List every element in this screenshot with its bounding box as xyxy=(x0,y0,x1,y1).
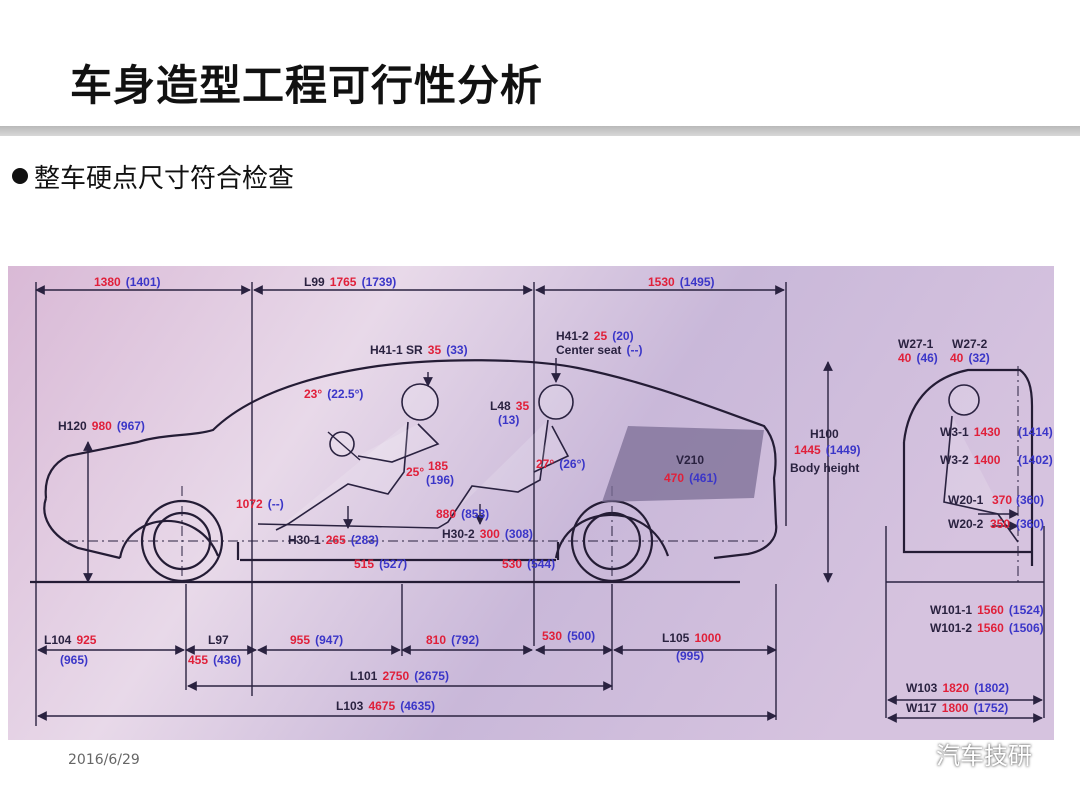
rear-mannequin xyxy=(437,384,574,529)
d1072-label: 1072 (--) xyxy=(236,493,284,512)
bullet-item: 整车硬点尺寸符合检查 xyxy=(12,158,294,195)
d810-label: 810 (792) xyxy=(426,629,479,648)
title-divider xyxy=(0,126,1080,136)
watermark-text: 汽车技研 xyxy=(936,742,1032,770)
front-overhang-label: 1380 (1401) xyxy=(94,271,160,290)
l97-value: 455 (436) xyxy=(188,649,241,668)
body-height-label: Body height xyxy=(790,461,859,475)
w20-2-key: W20-2 xyxy=(948,517,984,531)
w20-1-key: W20-1 xyxy=(948,493,984,507)
l99-label: L99 1765 (1739) xyxy=(304,271,396,290)
h100-key: H100 xyxy=(810,427,839,441)
w103-label: W103 1820 (1802) xyxy=(906,677,1009,696)
slide-title: 车身造型工程可行性分析 xyxy=(70,61,544,110)
trunk-volume-block xyxy=(602,426,764,502)
d530-label: 530 (544) xyxy=(502,553,555,572)
h41-2-label: H41-2 25 (20) xyxy=(556,325,634,344)
v210-value: 470 (461) xyxy=(664,467,717,486)
w20-2-ref: (360) xyxy=(1016,517,1044,531)
h30-2-label: H30-2 300 (308) xyxy=(442,523,533,542)
d955-label: 955 (947) xyxy=(290,629,343,648)
steering-angle-label: 23° (22.5°) xyxy=(304,383,363,402)
w3-2-label: W3-2 1400 xyxy=(940,449,1001,468)
w27-2-value: 40 (32) xyxy=(950,347,990,366)
w27-2-key: W27-2 xyxy=(952,337,988,351)
v210-key: V210 xyxy=(676,453,704,467)
photo-background xyxy=(8,266,1054,740)
top-dimension-lines xyxy=(35,282,787,726)
bullet-text: 整车硬点尺寸符合检查 xyxy=(34,164,295,194)
w101-1-label: W101-1 1560 (1524) xyxy=(930,599,1044,618)
w27-1-key: W27-1 xyxy=(898,337,934,351)
interior-dimension-lines xyxy=(83,358,833,583)
h100-value: 1445 (1449) xyxy=(794,439,860,458)
l105-ref: (995) xyxy=(676,649,704,663)
d880-label: 880 (853) xyxy=(436,503,489,522)
w20-2-value: 350 xyxy=(990,517,1010,531)
w101-2-label: W101-2 1560 (1506) xyxy=(930,617,1044,636)
watermark: 汽车技研 xyxy=(896,736,1032,771)
car-side-profile xyxy=(30,359,778,586)
d515-label: 515 (527) xyxy=(354,553,407,572)
w3-1-ref: (1414) xyxy=(1018,425,1053,439)
w20-1-ref: (360) xyxy=(1016,493,1044,507)
w27-1-value: 40 (46) xyxy=(898,347,938,366)
rear-angle-label: 27° (26°) xyxy=(536,453,585,472)
d185-ref: (196) xyxy=(426,473,454,487)
l48-ref: (13) xyxy=(498,413,519,427)
bullet-dot-icon xyxy=(12,168,28,184)
l103-label: L103 4675 (4635) xyxy=(336,695,435,714)
rear-overhang-label: 1530 (1495) xyxy=(648,271,714,290)
w3-1-label: W3-1 1430 xyxy=(940,421,1001,440)
h120-label: H120 980 (967) xyxy=(58,415,145,434)
driver-mannequin xyxy=(275,383,440,531)
l101-label: L101 2750 (2675) xyxy=(350,665,449,684)
d185-label: 185 xyxy=(428,459,448,473)
center-seat-label: Center seat (--) xyxy=(556,339,642,358)
l104-label: L104 925 xyxy=(44,629,97,648)
vehicle-hardpoint-diagram: 1380 (1401) L99 1765 (1739) 1530 (1495) … xyxy=(8,266,1054,740)
hip-angle-label: 25° xyxy=(406,465,424,479)
h30-1-label: H30-1 265 (283) xyxy=(288,529,379,548)
car-rear-view xyxy=(885,366,1045,723)
d530b-label: 530 (500) xyxy=(542,625,595,644)
bottom-dimension-lines xyxy=(37,584,777,721)
w20-1-value: 370 xyxy=(992,493,1012,507)
slide-date: 2016/6/29 xyxy=(68,752,140,768)
h41-1-label: H41-1 SR 35 (33) xyxy=(370,339,468,358)
l97-key: L97 xyxy=(208,633,229,647)
w117-label: W117 1800 (1752) xyxy=(906,697,1008,716)
wechat-icon xyxy=(896,739,930,766)
l105-label: L105 1000 xyxy=(662,627,721,646)
l104-ref: (965) xyxy=(60,653,88,667)
l48-label: L48 35 xyxy=(490,395,529,414)
w3-2-ref: (1402) xyxy=(1018,453,1053,467)
